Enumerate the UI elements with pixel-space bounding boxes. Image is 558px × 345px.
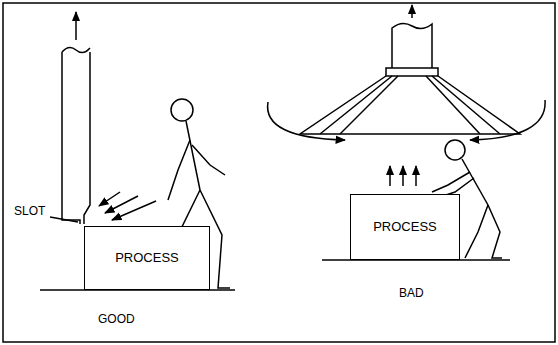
cross-draft-arrow	[268, 102, 345, 140]
airflow-arrow	[112, 201, 156, 220]
duct-break	[62, 47, 90, 52]
part-label: SLOT	[14, 205, 45, 218]
cross-draft-arrow	[470, 100, 545, 140]
process-box: PROCESS	[84, 226, 210, 290]
rising-contaminant-arrow	[402, 166, 404, 186]
slot-duct	[62, 52, 90, 224]
exhaust-arrow	[411, 5, 413, 18]
caption-label: BAD	[399, 287, 424, 300]
airflow-arrow	[99, 192, 120, 206]
slot-leader	[50, 217, 78, 222]
rising-contaminant-arrow	[415, 166, 417, 186]
caption-label: GOOD	[98, 313, 135, 326]
process-box: PROCESS	[350, 194, 460, 260]
process-label: PROCESS	[115, 251, 179, 265]
canopy-hood	[300, 76, 520, 134]
process-label: PROCESS	[373, 220, 437, 234]
rising-contaminant-arrow	[389, 166, 391, 186]
exhaust-arrow	[75, 12, 77, 40]
hood-duct	[392, 23, 432, 68]
frame	[3, 3, 555, 342]
hood-collar	[386, 68, 438, 76]
